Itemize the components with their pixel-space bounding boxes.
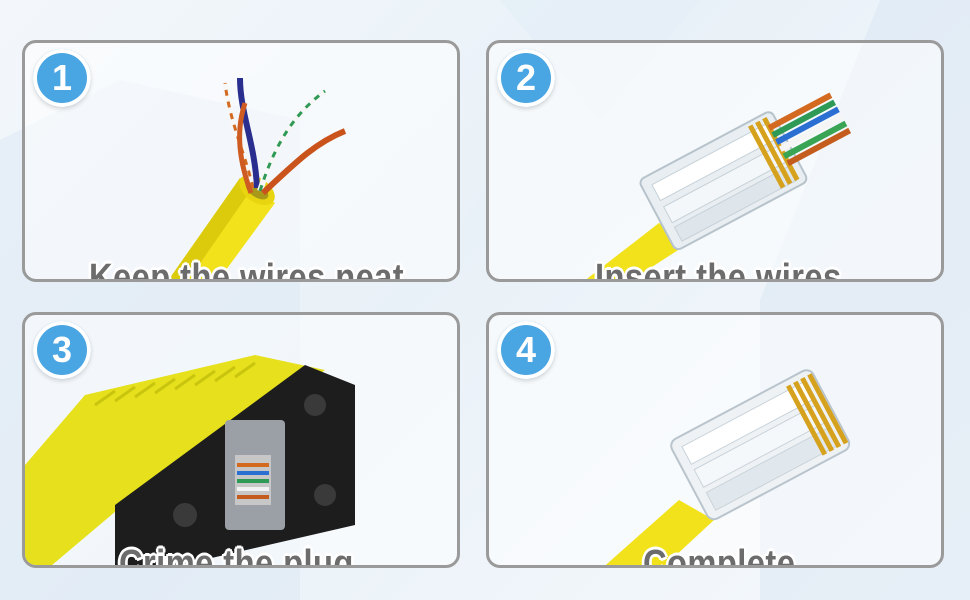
step-number-badge: 3 <box>33 321 91 379</box>
step-number: 3 <box>51 329 73 370</box>
step-caption: Crime the plug <box>119 543 354 568</box>
step-1-panel: 1 Keep the wires neat <box>22 40 460 282</box>
step-4-panel: 4 Complete <box>486 312 944 568</box>
step-number: 1 <box>51 57 73 98</box>
step-number-badge: 1 <box>33 49 91 107</box>
step-caption: Complete <box>643 543 796 568</box>
step-caption: Keep the wires neat <box>89 257 405 282</box>
step-number-badge: 4 <box>497 321 555 379</box>
step-2-panel: 2 Insert the wires <box>486 40 944 282</box>
rj45-plug-inserting-wires-icon <box>586 92 852 279</box>
crimped-rj45-plug-icon <box>605 369 851 565</box>
step-number: 2 <box>515 57 537 98</box>
stripped-yellow-cable-icon <box>169 77 347 279</box>
step-3-panel: 3 Crime the plug <box>22 312 460 568</box>
step-caption: Insert the wires <box>595 257 842 282</box>
step-number-badge: 2 <box>497 49 555 107</box>
crimping-tool-icon <box>25 355 355 565</box>
step-number: 4 <box>515 329 537 370</box>
